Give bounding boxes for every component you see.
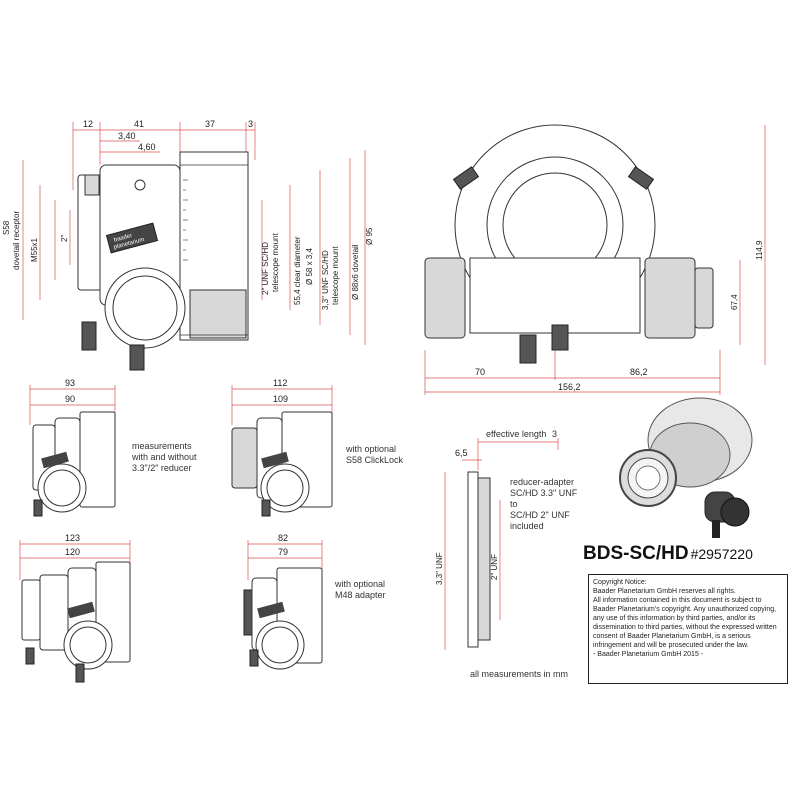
variant-4-note-1: with optional xyxy=(334,579,385,589)
variant-2-note-1: with optional xyxy=(345,444,396,454)
variant-1-note-1: measurements xyxy=(132,441,192,451)
label-clear-diameter: 55,4 clear diameter xyxy=(293,236,302,305)
reducer-note-5: included xyxy=(510,521,544,531)
variant-2-dim-b: 109 xyxy=(273,394,288,404)
reducer-right-label: 2" UNF xyxy=(490,554,499,580)
effective-length-label: effective length xyxy=(486,429,546,439)
dim-3: 3 xyxy=(248,119,253,129)
copyright-line-body: All information contained in this docume… xyxy=(593,597,777,649)
reducer-adapter: effective length 3 6,5 3,3" UNF 2" UNF r… xyxy=(435,429,578,650)
reducer-note-3: to xyxy=(510,499,518,509)
variant-1-note-2: with and without xyxy=(131,452,197,462)
front-base xyxy=(469,257,641,334)
variant-4-dim-b: 79 xyxy=(278,547,288,557)
label-telescope-mount-1: telescope mount xyxy=(271,233,280,292)
reducer-note-1: reducer-adapter xyxy=(510,477,574,487)
label-2-inch: 2" xyxy=(60,235,69,242)
copyright-line-rights: Baader Planetarium GmbH reserves all rig… xyxy=(593,588,736,595)
dim-41: 41 xyxy=(134,119,144,129)
variant-2: 112 109 with optional S58 ClickLock xyxy=(231,378,404,517)
copyright-heading: Copyright Notice: xyxy=(593,579,647,586)
product-title: BDS-SC/HD xyxy=(583,543,689,564)
label-dovetail-receptor: dovetail receptor xyxy=(12,211,21,270)
clamp-screw-left xyxy=(81,321,97,351)
product-render xyxy=(619,397,753,538)
dim-114-9: 114,9 xyxy=(755,240,764,260)
screw-bottom-1 xyxy=(519,334,537,364)
clamp-left xyxy=(452,166,480,190)
clamp-right xyxy=(627,166,655,190)
variant-2-dim-a: 112 xyxy=(273,378,287,388)
variant-3-dim-a: 123 xyxy=(65,533,80,543)
variant-1-note-3: 3.3"/2" reducer xyxy=(132,463,191,473)
hatched-section-bottom xyxy=(189,289,247,339)
front-view: 70 86,2 156,2 67,4 114,9 xyxy=(424,124,766,395)
dim-67-4: 67,4 xyxy=(730,294,739,310)
variant-3: 123 120 xyxy=(19,533,131,683)
dim-86-2: 86,2 xyxy=(630,367,648,377)
label-m55x1: M55x1 xyxy=(30,237,39,262)
reducer-collar xyxy=(477,477,491,641)
focus-knob-inner xyxy=(112,275,178,341)
reducer-dim-6-5: 6,5 xyxy=(455,448,468,458)
variant-1-dim-b: 90 xyxy=(65,394,75,404)
dim-70: 70 xyxy=(475,367,485,377)
dim-37: 37 xyxy=(205,119,215,129)
hatched-section-top xyxy=(84,174,100,196)
label-telescope-mount-2: telescope mount xyxy=(331,246,340,305)
reducer-left-label: 3,3" UNF xyxy=(435,552,444,585)
effective-length-value: 3 xyxy=(552,429,557,439)
reducer-note-2: SC/HD 3.3" UNF xyxy=(510,488,578,498)
copyright-line-year: - Baader Planetarium GmbH 2015 - xyxy=(593,651,704,658)
variant-3-dim-b: 120 xyxy=(65,547,80,557)
dim-4-60: 4,60 xyxy=(138,142,156,152)
copyright-notice: Copyright Notice: Baader Planetarium Gmb… xyxy=(588,574,788,684)
reducer-plate xyxy=(467,471,479,648)
product-code: #2957220 xyxy=(690,546,753,562)
label-88x6-dovetail: Ø 88x6 dovetail xyxy=(351,244,360,300)
variant-1-dim-a: 93 xyxy=(65,378,75,388)
knob-left xyxy=(424,257,466,339)
product-title-block: BDS-SC/HD#2957220 xyxy=(583,543,788,565)
variant-4-dim-a: 82 xyxy=(278,533,288,543)
variant-2-note-2: S58 ClickLock xyxy=(346,455,404,465)
clamp-screw-bottom xyxy=(129,344,145,371)
label-2unf-schd: 2" UNF SC/HD xyxy=(261,242,270,295)
variant-1: 93 90 measurements with and without 3.3"… xyxy=(29,378,197,517)
label-95: Ø 95 xyxy=(365,227,374,245)
dim-156-2: 156,2 xyxy=(558,382,581,392)
label-58x3-4: Ø 58 x 3,4 xyxy=(305,248,314,285)
variant-4-note-2: M48 adapter xyxy=(335,590,386,600)
main-side-view: 12 41 37 3 3,40 4,60 S58 dovetail recept… xyxy=(2,119,374,371)
label-3-3unf-schd: 3,3" UNF SC/HD xyxy=(321,250,330,310)
dim-12: 12 xyxy=(83,119,93,129)
variant-4: 82 79 with optional M48 adapter xyxy=(243,533,386,670)
label-s58: S58 xyxy=(2,220,11,235)
footer-note: all measurements in mm xyxy=(470,669,568,679)
knob-right xyxy=(644,257,696,339)
reducer-note-4: SC/HD 2" UNF xyxy=(510,510,570,520)
knob-right-fine xyxy=(694,267,714,329)
svg-text:baader: baader xyxy=(113,233,133,244)
screw-bottom-2 xyxy=(551,324,569,351)
dim-3-40: 3,40 xyxy=(118,131,136,141)
